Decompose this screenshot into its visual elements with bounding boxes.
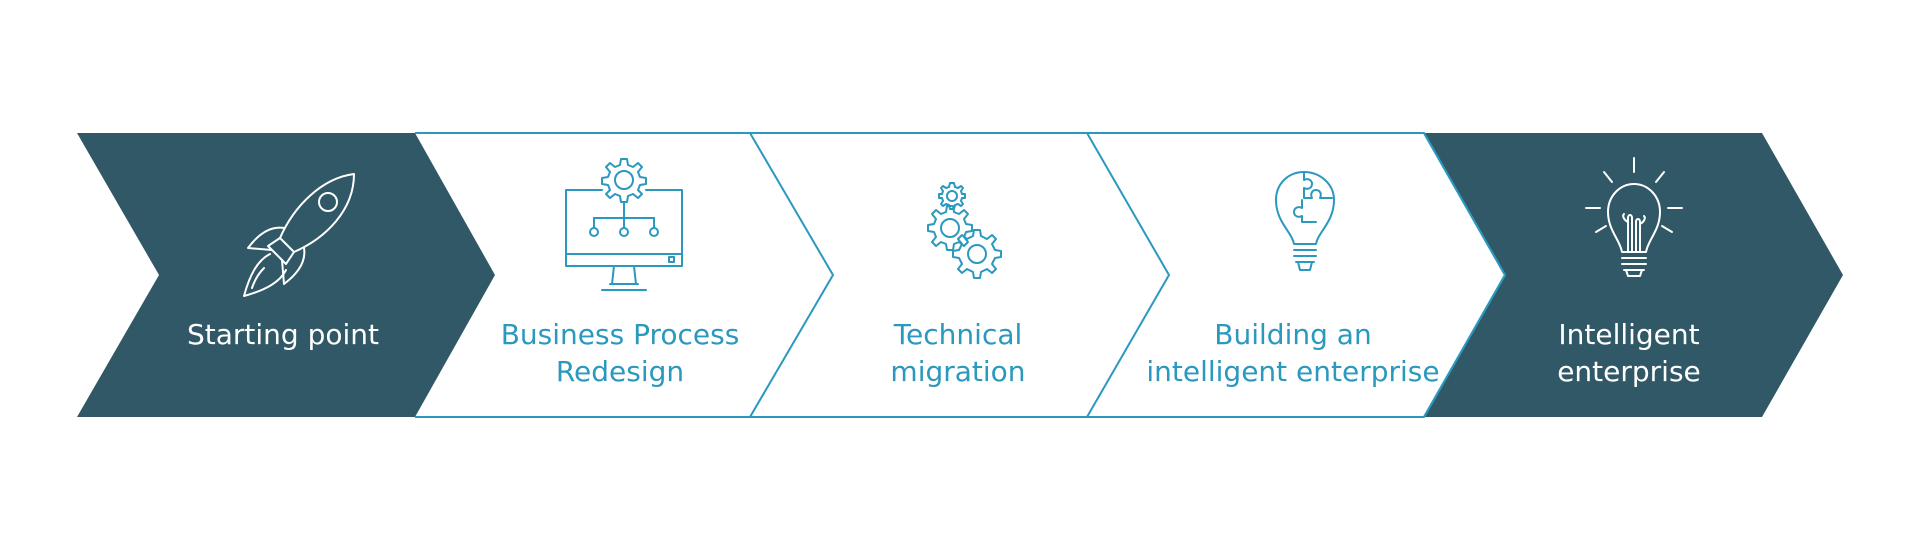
- step-5-label-line-1: Intelligent: [1558, 318, 1700, 351]
- step-5-label: Intelligent enterprise: [1479, 316, 1779, 390]
- step-4-label: Building an intelligent enterprise: [1143, 316, 1443, 390]
- step-4-label-line-1: Building an: [1214, 318, 1372, 351]
- step-4-label-line-2: intelligent enterprise: [1146, 355, 1440, 388]
- step-2-label-line-2: Redesign: [555, 355, 685, 388]
- step-3-label: Technical migration: [808, 316, 1108, 390]
- chevron-step-5-edge-lower: [1423, 274, 1506, 418]
- step-2-label-line-1: Business Process: [500, 318, 740, 351]
- rocket-icon: [243, 173, 355, 297]
- step-1-label: Starting point: [133, 316, 433, 353]
- monitor-gear-network-icon: [565, 158, 683, 291]
- step-3-label-line-1: Technical: [893, 318, 1023, 351]
- step-2-label: Business Process Redesign: [470, 316, 770, 390]
- chevron-step-2: [415, 132, 835, 418]
- step-5-label-line-2: enterprise: [1557, 355, 1701, 388]
- gears-icon: [927, 182, 1002, 279]
- step-3-label-line-2: migration: [890, 355, 1026, 388]
- lightbulb-puzzle-icon: [1275, 171, 1335, 271]
- chevron-step-3: [750, 132, 1171, 418]
- chevron-step-5-edge: [1423, 132, 1506, 276]
- step-1-label-line-1: Starting point: [186, 318, 379, 351]
- chevron-step-1: [77, 133, 495, 417]
- lightbulb-icon: [1585, 157, 1683, 277]
